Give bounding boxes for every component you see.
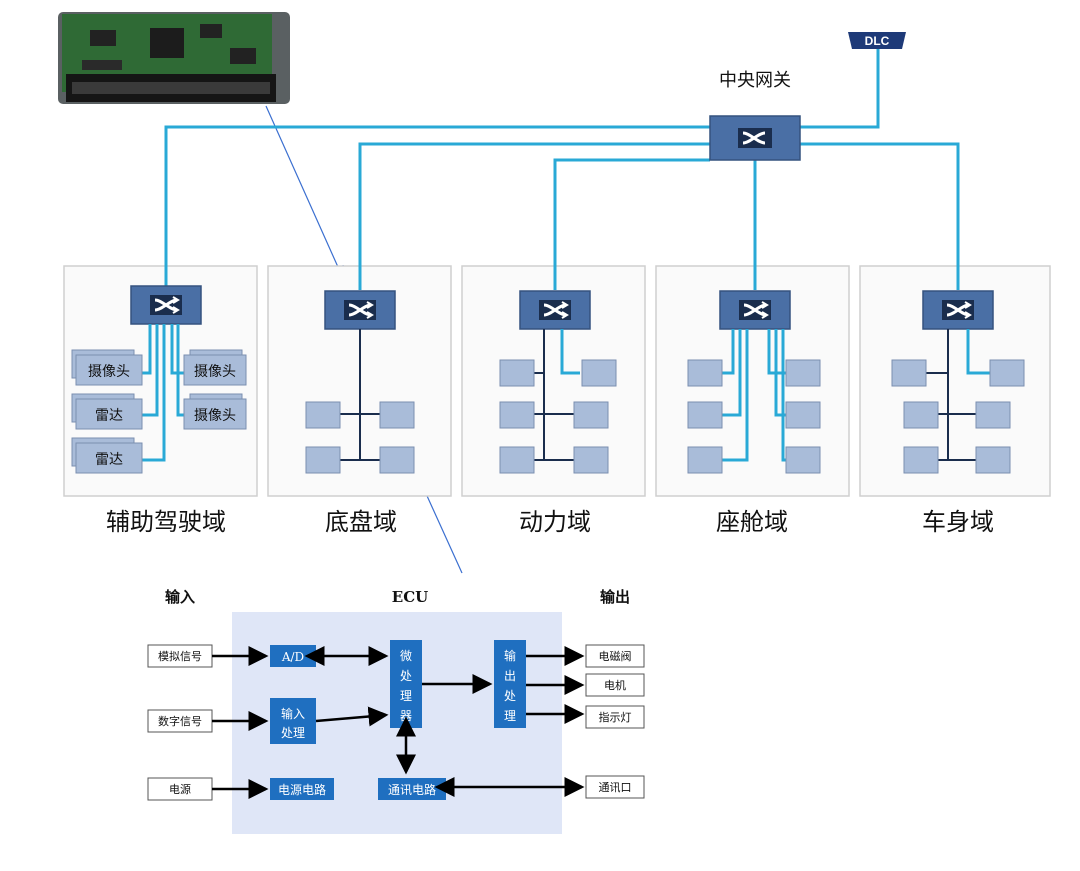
adas-devices [71, 349, 247, 474]
domain-label-body: 车身域 [922, 508, 994, 536]
chassis-switch [323, 289, 397, 331]
mcu-label: 处 [400, 669, 412, 683]
adas-device-label: 摄像头 [194, 408, 236, 424]
adas-switch [129, 284, 203, 326]
mcu-label: 理 [400, 689, 412, 703]
ecu-title: ECU [392, 588, 428, 606]
input-header: 输入 [165, 588, 195, 606]
comm-circuit-block [378, 778, 446, 800]
mcu-label: 微 [400, 649, 412, 663]
board-pointer-arrow [265, 105, 344, 279]
output-proc-label: 输 [504, 648, 516, 663]
domain-label-power: 动力域 [519, 508, 591, 536]
domain-label-chassis: 底盘域 [325, 508, 397, 536]
adas-device-label: 雷达 [95, 452, 123, 468]
adas-device-label: 摄像头 [194, 364, 236, 380]
body-switch [921, 289, 995, 331]
chassis-bus [305, 329, 415, 474]
domain-label-adas: 辅助驾驶域 [106, 508, 226, 536]
output-motor: 电机 [604, 678, 626, 692]
input-analog: 模拟信号 [158, 649, 202, 663]
comm-circuit-label: 通讯电路 [388, 782, 436, 797]
output-lamp: 指示灯 [599, 710, 632, 724]
dlc-port: DLC [848, 32, 906, 49]
output-header: 输出 [600, 588, 630, 606]
adas-device-label: 雷达 [95, 408, 123, 424]
ecu-diagram: 输入 ECU 输出 模拟信号 数字信号 电源 A/D 输入 处理 电源电路 [147, 588, 645, 834]
output-proc-label: 理 [504, 709, 516, 723]
input-proc-label: 输入 [281, 706, 305, 721]
domain-label-cabin: 座舱域 [716, 508, 788, 536]
dlc-label: DLC [865, 34, 890, 48]
power-circuit-label: 电源电路 [278, 782, 326, 797]
ecu-board-image [58, 12, 290, 104]
adas-links [142, 324, 184, 462]
output-proc-label: 出 [504, 669, 516, 683]
output-proc-label: 处 [504, 689, 516, 703]
input-digital: 数字信号 [158, 714, 202, 728]
cabin-links [687, 329, 821, 474]
mcu-label: 器 [400, 709, 412, 723]
input-power: 电源 [169, 782, 191, 796]
power-circuit-block [270, 778, 334, 800]
mcu-block [390, 640, 422, 728]
input-proc-block [270, 698, 316, 744]
body-bus [891, 329, 1025, 474]
power-bus [499, 329, 617, 474]
power-switch [518, 289, 592, 331]
central-gateway [709, 115, 801, 161]
gateway-label: 中央网关 [719, 70, 791, 91]
output-valve: 电磁阀 [599, 649, 632, 663]
cabin-switch [718, 289, 792, 331]
output-proc-block [494, 640, 526, 728]
backbone-links [164, 48, 960, 290]
output-comm-port: 通讯口 [599, 781, 632, 794]
input-proc-label: 处理 [281, 726, 305, 740]
adas-device-label: 摄像头 [88, 364, 130, 380]
ad-label: A/D [281, 650, 304, 664]
